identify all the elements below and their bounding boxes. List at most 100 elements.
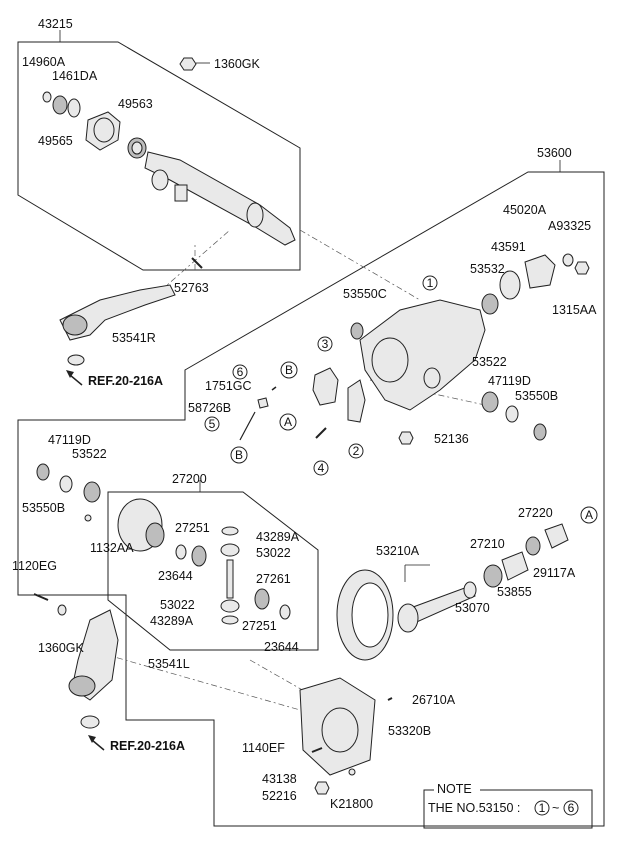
bearing-53522-r (481, 391, 499, 413)
label-1140ef: 1140EF (242, 741, 285, 755)
washer-43289a-a (221, 526, 239, 536)
label-47119d-r: 47119D (488, 374, 531, 388)
callout-a-1-text: A (284, 415, 292, 429)
pin-1132aa (84, 514, 92, 522)
mount-ref-bottom (80, 715, 100, 729)
shaft-flange (151, 169, 169, 191)
ring-49565 (67, 98, 81, 118)
bracket-bushing (62, 314, 88, 336)
label-27251-a: 27251 (175, 521, 210, 535)
shim-43591 (499, 270, 521, 300)
label-43289a-a: 43289A (256, 530, 300, 544)
callout-a-2-text: A (585, 508, 593, 522)
label-53541r: 53541R (112, 331, 156, 345)
mount-ref-top (67, 354, 85, 366)
label-23644-a: 23644 (158, 569, 193, 583)
callout-2-text: 2 (353, 444, 360, 458)
spacer-53070 (463, 581, 477, 599)
diff-case-inner (145, 522, 165, 548)
bearing-27210 (483, 564, 503, 588)
label-1120eg: 1120EG (12, 559, 57, 573)
callout-3-text: 3 (322, 337, 329, 351)
bearing-53522-l (83, 481, 101, 503)
note-range-sep: ~ (552, 801, 559, 815)
label-26710a: 26710A (412, 693, 456, 707)
label-1315aa: 1315AA (552, 303, 597, 317)
bolt-52763 (191, 257, 203, 269)
washer-43289a-b (221, 615, 239, 625)
label-49563: 49563 (118, 97, 153, 111)
sleeve-53855 (501, 551, 529, 581)
ref-label-top[interactable]: REF.20-216A (88, 374, 163, 388)
group-43215-box (17, 41, 301, 271)
seal-27220 (525, 536, 541, 556)
ring-47119d-r (505, 405, 519, 423)
label-53532: 53532 (470, 262, 505, 276)
label-27220: 27220 (518, 506, 553, 520)
bearing-53532 (481, 293, 499, 315)
label-k21800: K21800 (330, 797, 373, 811)
flange-45020a (524, 254, 556, 289)
cover-bore (321, 707, 359, 753)
label-a93325: A93325 (548, 219, 591, 233)
bearing-49563-inner (131, 141, 143, 155)
label-52763: 52763 (174, 281, 209, 295)
label-23644-b: 23644 (264, 640, 299, 654)
label-53550b-l: 53550B (22, 501, 65, 515)
washer-23644-b (279, 604, 291, 620)
note-range-end: 6 (568, 801, 575, 815)
carrier-bore (371, 337, 409, 383)
pinion-gear (397, 603, 419, 633)
label-49565: 49565 (38, 134, 73, 148)
label-58726b: 58726B (188, 401, 231, 415)
seal-53550b-r (533, 423, 547, 441)
washer-a93325 (562, 253, 574, 267)
callout-3 (317, 336, 333, 352)
label-47119d-l: 47119D (48, 433, 91, 447)
label-1751gc: 1751GC (205, 379, 252, 393)
label-53022-b: 53022 (160, 598, 195, 612)
gear-27251-a (191, 545, 207, 567)
seal-1461da (52, 95, 68, 115)
bolt-52136 (398, 431, 414, 445)
gear-53022-b (220, 599, 240, 613)
group-53600-box (17, 171, 605, 827)
note-range-start-circle (534, 800, 550, 816)
callout-5-text: 5 (209, 417, 216, 431)
callout-4 (313, 460, 329, 476)
callout-a-1 (279, 413, 297, 431)
label-53070: 53070 (455, 601, 490, 615)
bearing-cap-3 (312, 367, 339, 406)
label-53022-a: 53022 (256, 546, 291, 560)
seal-53550b-l (36, 463, 50, 481)
pin-27261 (226, 559, 234, 599)
callout-b-2-text: B (235, 448, 243, 462)
label-43289a-b: 43289A (150, 614, 194, 628)
label-53210a: 53210A (376, 544, 420, 558)
bolt-1120eg (33, 593, 49, 601)
callout-1 (422, 275, 438, 291)
flange-hub (93, 117, 115, 143)
bolt-4 (315, 427, 327, 439)
bearing-cap-2 (347, 379, 366, 423)
nut-1315aa (574, 261, 590, 275)
note-title: NOTE (437, 782, 472, 796)
label-1461da: 1461DA (52, 69, 98, 83)
washer-1360gk (57, 604, 67, 616)
ref-label-bottom[interactable]: REF.20-216A (110, 739, 185, 753)
label-27261: 27261 (256, 572, 291, 586)
callout-5 (204, 416, 220, 432)
label-27251-b: 27251 (242, 619, 277, 633)
label-53522-r: 53522 (472, 355, 507, 369)
seal-53550c (350, 322, 364, 340)
label-27200: 27200 (172, 472, 207, 486)
label-53855: 53855 (497, 585, 532, 599)
label-1360gk-l: 1360GK (38, 641, 85, 655)
note-range-start: 1 (539, 801, 546, 815)
shaft-joint (246, 202, 264, 228)
callout-1-text: 1 (427, 276, 434, 290)
note-text: THE NO.53150 : (428, 801, 520, 815)
drive-shaft (144, 151, 296, 246)
callout-b-1 (280, 361, 298, 379)
